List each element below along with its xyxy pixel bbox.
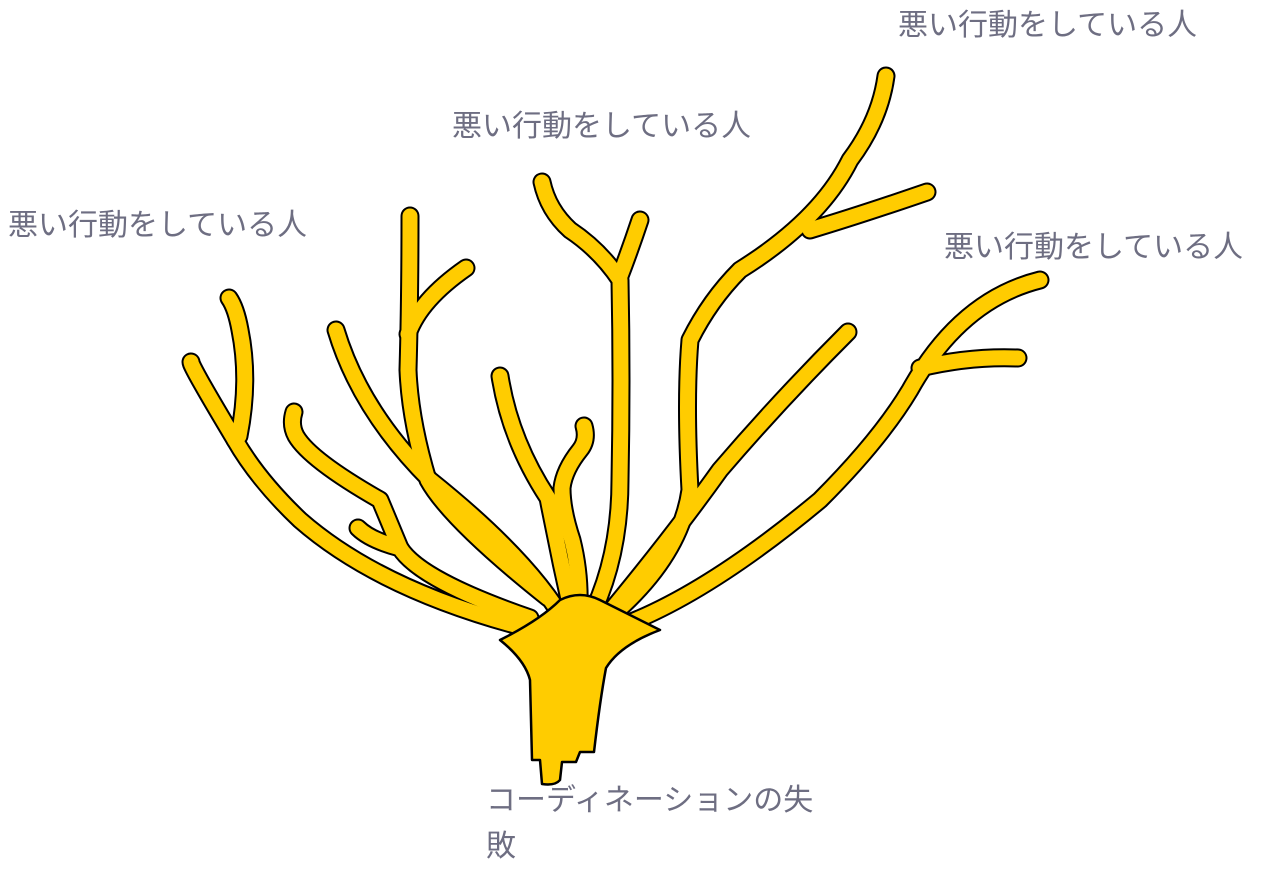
branch-label-right: 悪い行動をしている人 — [944, 230, 1244, 265]
tree-graphic — [181, 66, 1050, 786]
tree-trunk — [498, 593, 662, 786]
branch-label-left: 悪い行動をしている人 — [8, 208, 308, 243]
branch-label-center: 悪い行動をしている人 — [452, 109, 752, 144]
root-label: コーディネーションの失敗 — [486, 783, 814, 864]
branch-label-top-right: 悪い行動をしている人 — [898, 8, 1198, 43]
tree-fill — [183, 68, 1048, 638]
